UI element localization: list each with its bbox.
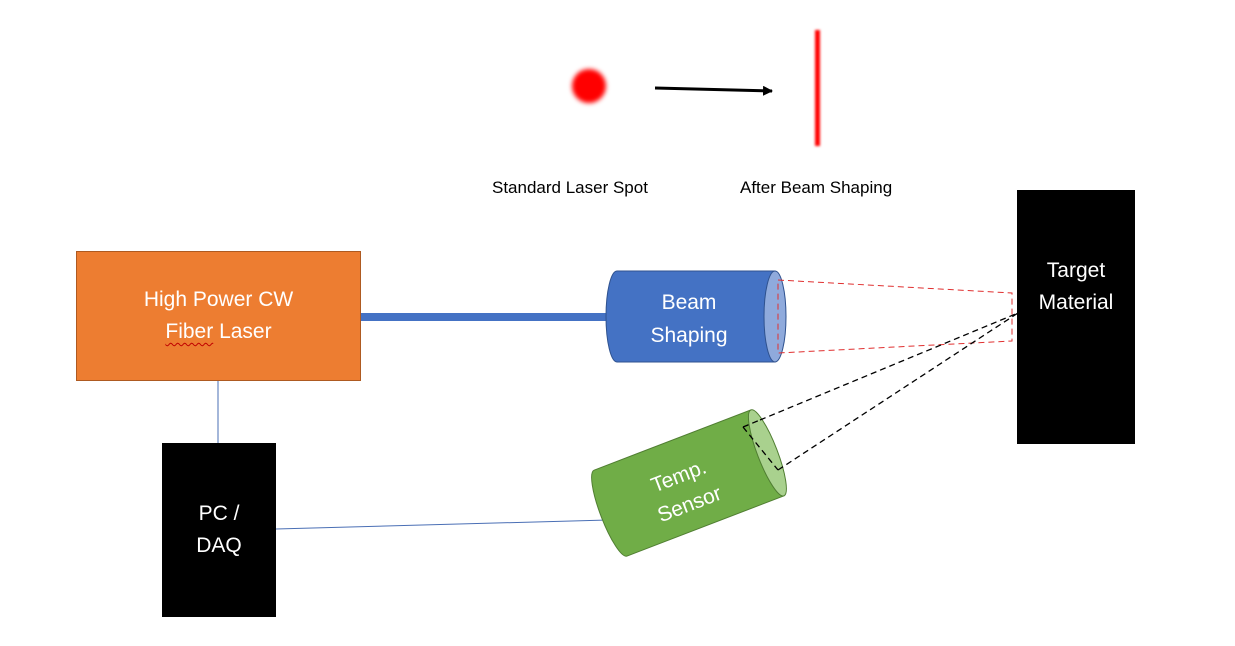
standard-laser-spot <box>572 69 606 103</box>
sensor-view-lines <box>742 312 1019 471</box>
transform-arrow <box>654 85 773 96</box>
shaped-beam-path <box>777 279 1013 354</box>
beam-shaping-lens <box>763 270 787 363</box>
temp-sensor-cylinder <box>591 409 787 557</box>
fiber-laser-label-line2: Fiber Laser <box>144 316 293 348</box>
pc-daq-label-line2: DAQ <box>196 534 242 557</box>
beam-shaping-cylinder <box>605 270 787 363</box>
fiber-cable <box>361 313 609 321</box>
shaped-beam-line <box>815 30 820 146</box>
pc-daq-label-line1: PC / <box>198 502 240 525</box>
standard-spot-caption: Standard Laser Spot <box>492 178 648 197</box>
beam-shaping-label-line1: Beam <box>662 291 717 314</box>
pc-to-sensor-cable <box>275 519 609 530</box>
target-material-label-line2: Material <box>1038 291 1114 314</box>
beam-shaping-label-line2: Shaping <box>650 324 727 347</box>
laser-word: Laser <box>219 320 272 343</box>
fiber-laser-label-line1: High Power CW <box>143 288 294 311</box>
after-shaping-caption: After Beam Shaping <box>740 178 893 197</box>
fiber-laser-box: High Power CW Fiber Laser <box>76 251 361 381</box>
target-material-label-line1: Target <box>1046 259 1106 282</box>
fiber-word: Fiber <box>165 320 214 343</box>
temp-sensor-lens <box>747 409 787 497</box>
target-material-box: Target Material <box>1017 190 1135 444</box>
pc-daq-box: PC / DAQ <box>162 443 276 617</box>
